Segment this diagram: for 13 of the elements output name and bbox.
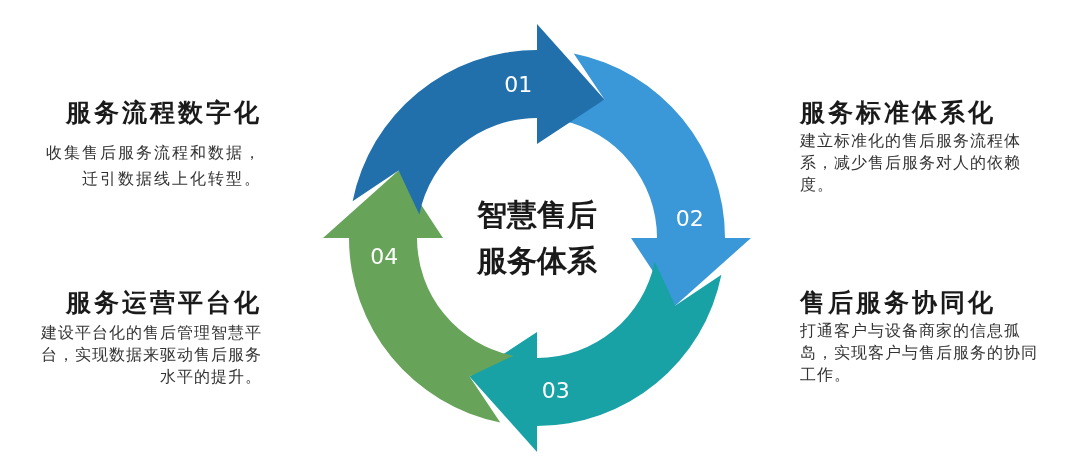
section-heading: 服务运营平台化 bbox=[64, 287, 262, 319]
section-heading: 服务标准体系化 bbox=[800, 97, 997, 129]
step-number: 03 bbox=[541, 379, 570, 402]
section-description: 收集售后服务流程和数据，迁引数据线上化转型。 bbox=[45, 142, 262, 190]
step-number: 01 bbox=[504, 74, 533, 97]
section-description: 建设平台化的售后管理智慧平台，实现数据来驱动售后服务水平的提升。 bbox=[40, 322, 262, 388]
center-title: 智慧售后服务体系 bbox=[475, 196, 598, 280]
section-heading: 服务流程数字化 bbox=[64, 97, 262, 129]
section-description: 打通客户与设备商家的信息孤岛，实现客户与售后服务的协同工作。 bbox=[800, 320, 1039, 386]
section-description: 建立标准化的售后服务流程体系，减少售后服务对人的依赖度。 bbox=[800, 130, 1022, 196]
step-number: 04 bbox=[370, 245, 399, 268]
section-heading: 售后服务协同化 bbox=[800, 287, 997, 319]
step-number: 02 bbox=[675, 208, 704, 231]
